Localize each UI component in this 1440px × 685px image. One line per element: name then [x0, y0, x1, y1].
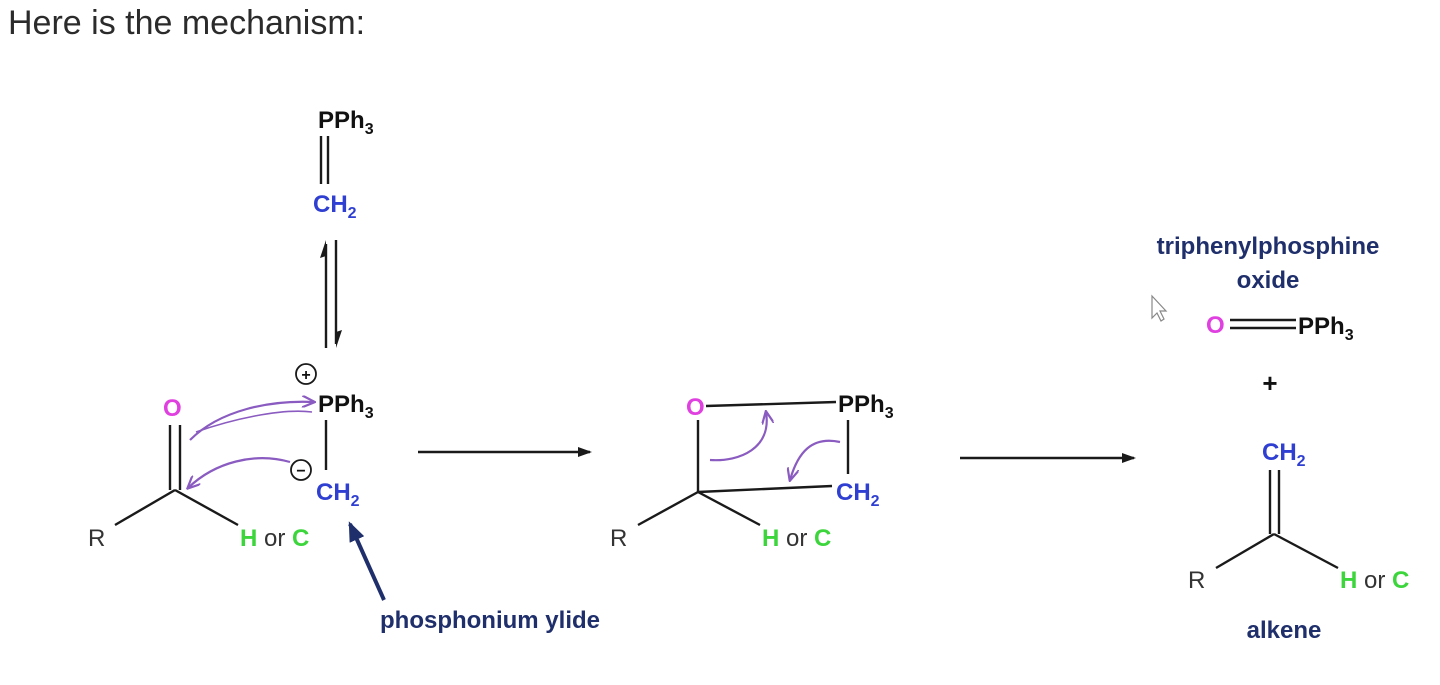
curved-arrow-icon	[188, 457, 291, 488]
bond-line	[697, 490, 761, 527]
carbonyl-and-ylide: O R H or C + PPh3 − CH2	[88, 363, 374, 552]
r-label: R	[610, 525, 627, 552]
bond-line	[1215, 532, 1275, 570]
phosphonium-ylide-label: phosphonium ylide	[380, 607, 600, 634]
triphenylphosphine-label: triphenylphosphine	[1157, 233, 1380, 260]
ch2-label: CH2	[836, 479, 880, 510]
bond-line	[697, 484, 833, 494]
curved-arrow-icon	[195, 410, 313, 433]
positive-charge-icon	[295, 363, 317, 385]
ch2-label: CH2	[313, 191, 357, 222]
pph3-label: PPh3	[318, 391, 374, 422]
svg-text:−: −	[296, 463, 305, 480]
bond-line	[114, 488, 176, 527]
oxaphosphetane: O PPh3 CH2 R H or C	[610, 391, 894, 552]
alkene-label: alkene	[1247, 617, 1322, 644]
page-heading: Here is the mechanism:	[8, 4, 366, 42]
bond-line	[637, 490, 699, 527]
equilibrium-arrow-icon	[320, 240, 342, 348]
ch2-label: CH2	[1262, 439, 1306, 470]
pph3-label: PPh3	[318, 107, 374, 138]
r-label: R	[88, 525, 105, 552]
oxygen-label: O	[686, 394, 705, 421]
pph3-label: PPh3	[838, 391, 894, 422]
h-or-c-label: H or C	[1340, 567, 1409, 594]
ylide-top: PPh3 CH2	[313, 107, 374, 222]
r-label: R	[1188, 567, 1205, 594]
oxide-label: oxide	[1237, 267, 1300, 294]
curved-arrow-icon	[790, 439, 841, 480]
mouse-cursor-icon	[1151, 294, 1168, 322]
curved-arrow-icon	[709, 412, 767, 462]
curved-arrow-icon	[189, 402, 314, 441]
pointer-arrow-icon	[348, 521, 386, 601]
h-or-c-label: H or C	[240, 525, 309, 552]
svg-text:+: +	[301, 367, 310, 384]
plus-sign: +	[1262, 368, 1277, 398]
bond-line	[705, 400, 837, 408]
pph3-label: PPh3	[1298, 313, 1354, 344]
bond-line	[174, 488, 239, 527]
products: triphenylphosphine oxide O PPh3 + CH2 R …	[1151, 233, 1409, 644]
oxygen-label: O	[1206, 312, 1225, 339]
bond-line	[1273, 532, 1339, 570]
negative-charge-icon	[290, 459, 312, 481]
oxygen-label: O	[163, 395, 182, 422]
h-or-c-label: H or C	[762, 525, 831, 552]
ch2-label: CH2	[316, 479, 360, 510]
